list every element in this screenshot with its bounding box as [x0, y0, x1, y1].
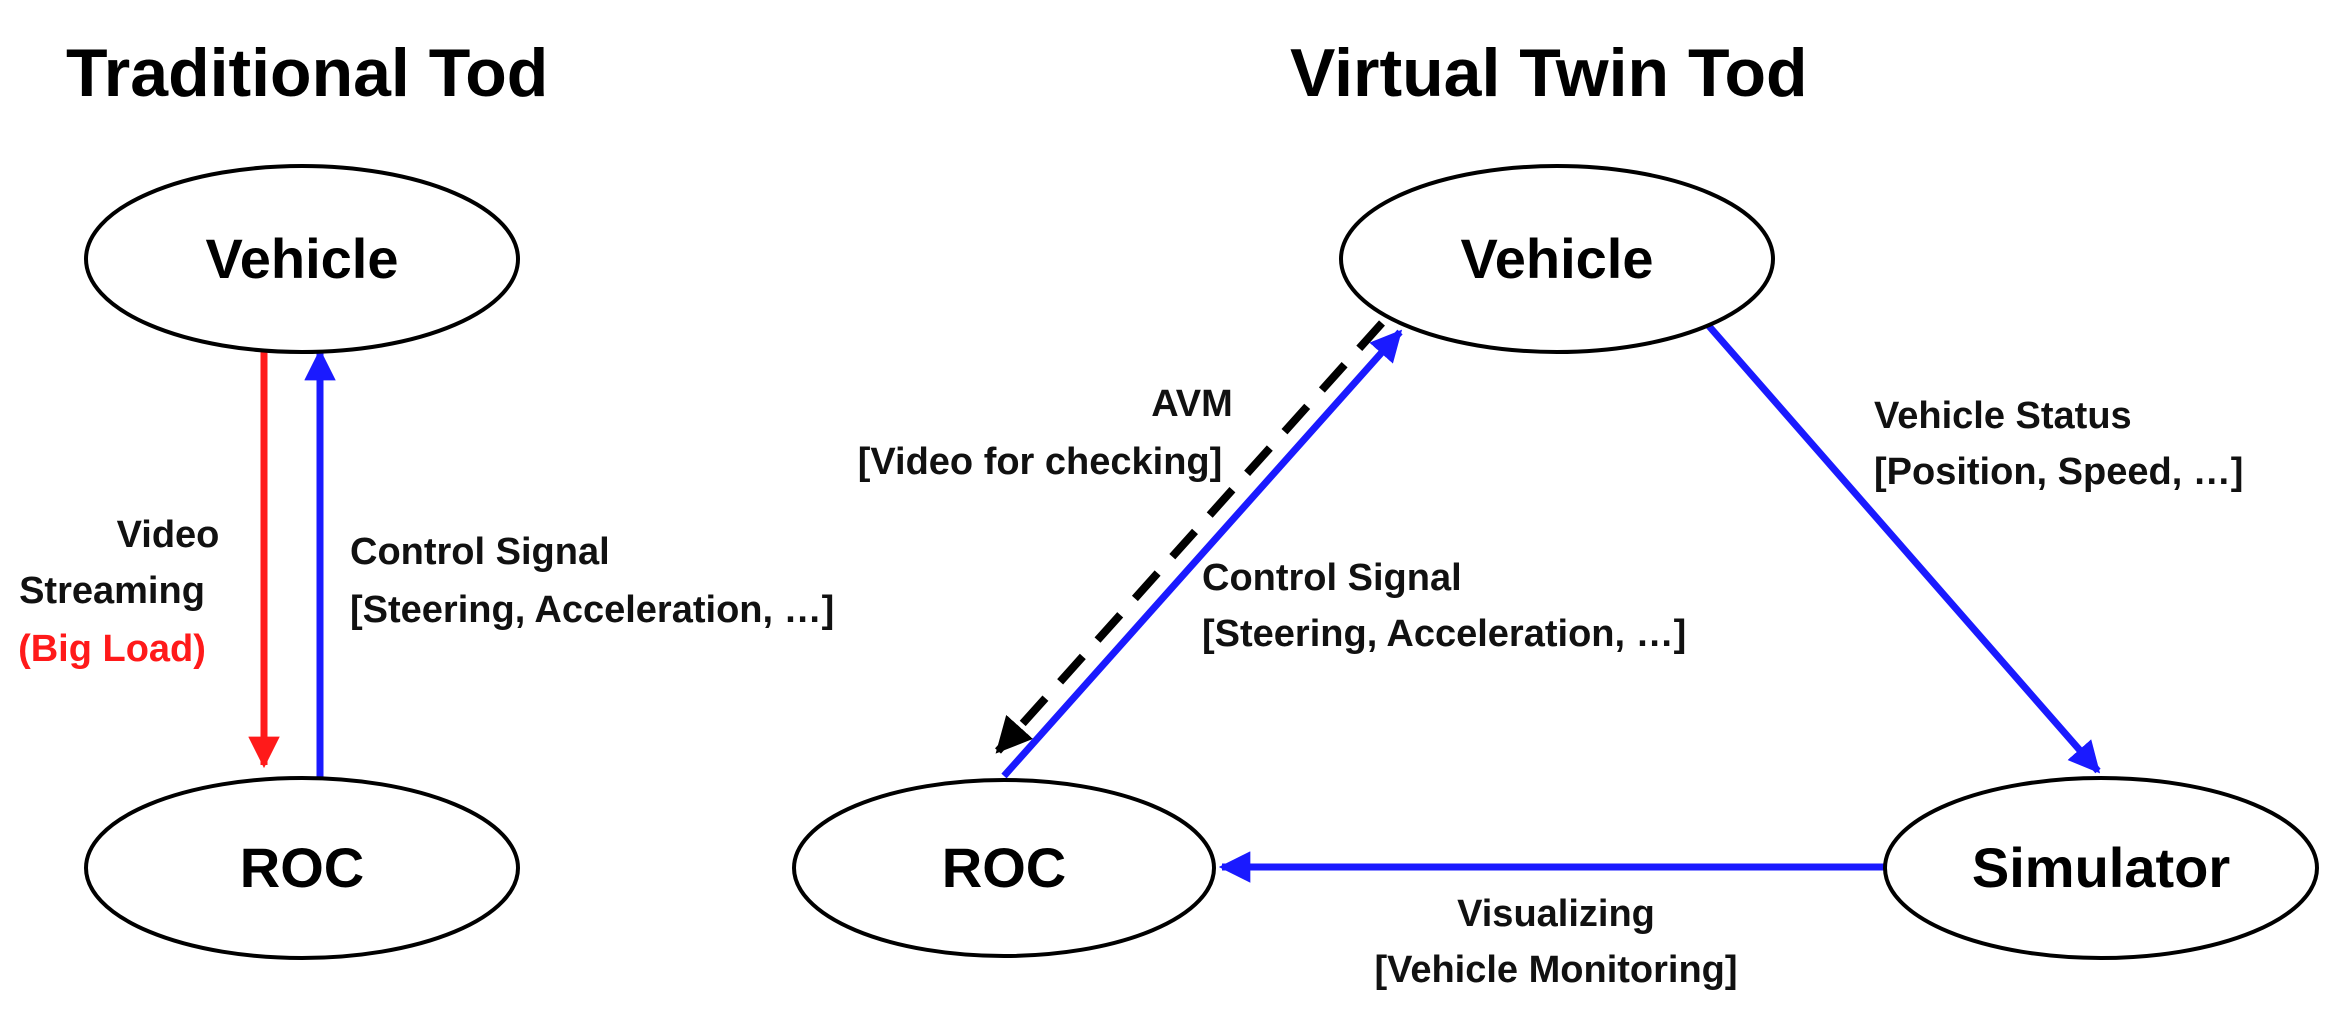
virtual-roc-node: ROC [792, 778, 1216, 958]
video-streaming-label-line2: Streaming [19, 570, 205, 612]
vehicle-status-line1: Vehicle Status [1874, 395, 2132, 437]
visualizing-line2: [Vehicle Monitoring] [1374, 949, 1737, 991]
virtual-twin-tod-section: Virtual Twin Tod Vehicle ROC Simulator A… [792, 35, 2319, 991]
traditional-vehicle-label: Vehicle [205, 227, 398, 290]
virtual-control-signal-line1: Control Signal [1202, 557, 1462, 599]
traditional-vehicle-ellipse [84, 164, 520, 354]
traditional-tod-title: Traditional Tod [66, 35, 548, 111]
virtual-control-signal-line2: [Steering, Acceleration, …] [1202, 613, 1686, 655]
avm-label-line2: [Video for checking] [858, 441, 1223, 483]
virtual-vehicle-label: Vehicle [1460, 227, 1653, 290]
vehicle-status-label: Vehicle Status [Position, Speed, …] [1874, 395, 2243, 493]
traditional-tod-section: Traditional Tod Vehicle ROC Video Stream… [18, 35, 834, 960]
virtual-vehicle-ellipse [1339, 164, 1775, 354]
vehicle-status-line2: [Position, Speed, …] [1874, 451, 2243, 493]
avm-label-line1: AVM [1151, 383, 1233, 425]
traditional-roc-label: ROC [240, 836, 364, 899]
virtual-control-signal-label: Control Signal [Steering, Acceleration, … [1202, 557, 1686, 655]
traditional-vehicle-node: Vehicle [84, 164, 520, 354]
avm-label: AVM [Video for checking] [858, 383, 1233, 483]
virtual-roc-ellipse [792, 778, 1216, 958]
virtual-roc-label: ROC [942, 836, 1066, 899]
traditional-control-signal-line2: [Steering, Acceleration, …] [350, 589, 834, 631]
video-streaming-label: Video Streaming (Big Load) [18, 514, 219, 670]
visualizing-label: Visualizing [Vehicle Monitoring] [1374, 893, 1737, 991]
video-streaming-label-line1: Video [117, 514, 220, 556]
traditional-control-signal-line1: Control Signal [350, 531, 610, 573]
big-load-label: (Big Load) [18, 628, 206, 670]
simulator-ellipse [1883, 776, 2319, 960]
virtual-control-signal-arrow [1001, 329, 1403, 779]
traditional-control-signal-label: Control Signal [Steering, Acceleration, … [350, 531, 834, 631]
traditional-roc-ellipse [84, 776, 520, 960]
vehicle-status-arrow [1705, 322, 2101, 774]
virtual-vehicle-node: Vehicle [1339, 164, 1775, 354]
visualizing-line1: Visualizing [1457, 893, 1655, 935]
avm-dashed-arrow [995, 320, 1385, 754]
traditional-roc-node: ROC [84, 776, 520, 960]
virtual-twin-tod-title: Virtual Twin Tod [1290, 35, 1808, 111]
simulator-label: Simulator [1972, 836, 2230, 899]
simulator-node: Simulator [1883, 776, 2319, 960]
